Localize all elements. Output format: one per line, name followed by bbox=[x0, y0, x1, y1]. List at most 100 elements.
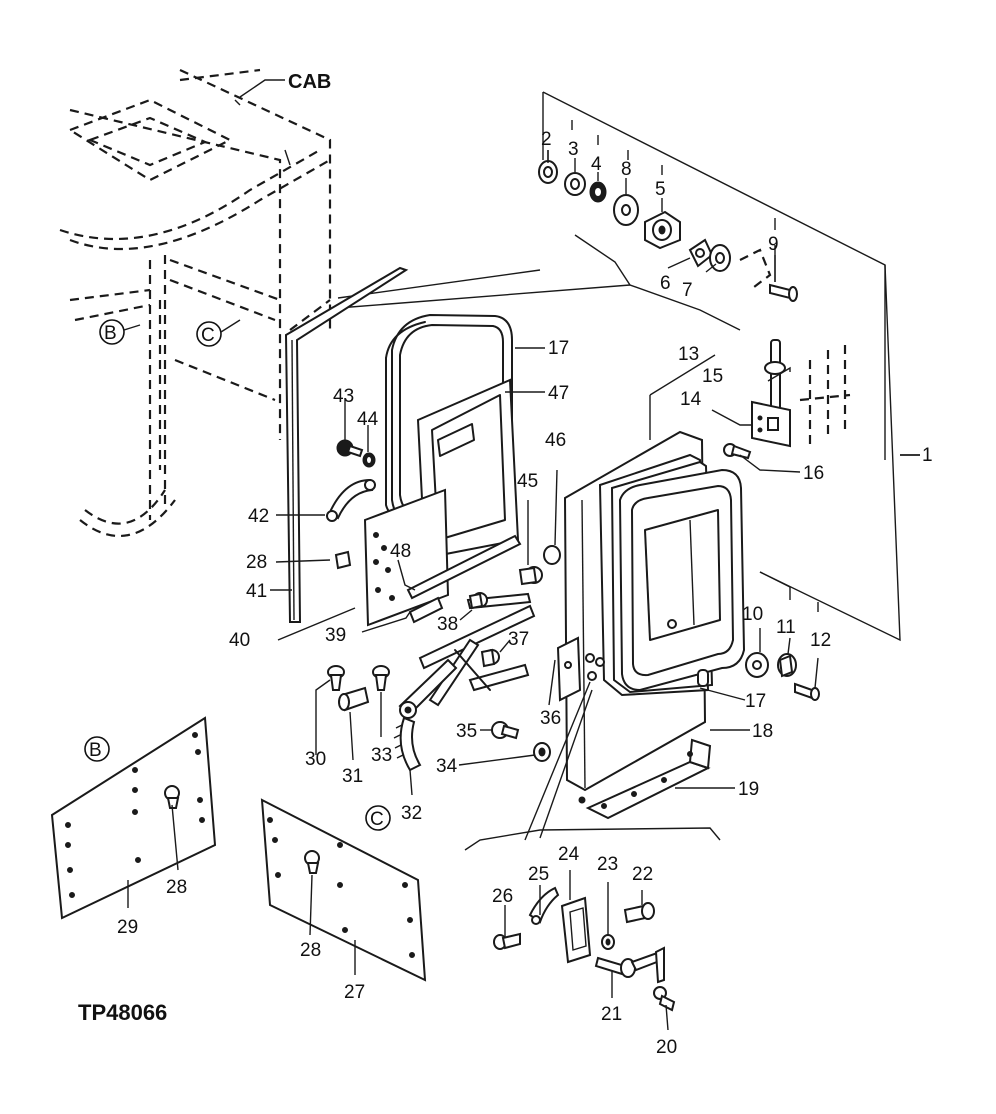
bolt-part-45-and-nut-46 bbox=[518, 545, 561, 586]
nut-part-23 bbox=[601, 934, 615, 950]
crank-arm bbox=[398, 658, 458, 719]
knob-part-31 bbox=[338, 686, 370, 712]
callout-28-upper: 28 bbox=[246, 552, 267, 573]
callout-23: 23 bbox=[597, 854, 618, 875]
washer-part-8 bbox=[613, 178, 639, 226]
callout-29: 29 bbox=[117, 917, 138, 938]
svg-text:B: B bbox=[89, 740, 102, 761]
striker-plate-part-14 bbox=[751, 400, 791, 448]
callout-37: 37 bbox=[508, 629, 529, 650]
pin-part-17-lower bbox=[697, 669, 709, 687]
striker-pin-part-15 bbox=[764, 339, 786, 411]
callout-7: 7 bbox=[682, 280, 693, 301]
bolt-part-35 bbox=[491, 721, 520, 740]
callout-15: 15 bbox=[702, 366, 723, 387]
callout-16: 16 bbox=[803, 463, 824, 484]
callout-13: 13 bbox=[678, 344, 699, 365]
handle-part-21 bbox=[594, 946, 665, 984]
callout-12: 12 bbox=[810, 630, 831, 651]
kit-boundary-lines bbox=[337, 91, 920, 642]
figure-id: TP48066 bbox=[78, 1000, 167, 1025]
plug-part-28-upper bbox=[334, 550, 352, 570]
screw-part-16 bbox=[723, 443, 752, 460]
callout-6: 6 bbox=[660, 273, 671, 294]
latch-plate-part-24 bbox=[560, 896, 592, 964]
plate-part-6 bbox=[688, 238, 714, 268]
latch-lever-part-25 bbox=[528, 886, 560, 925]
callout-46: 46 bbox=[545, 430, 566, 451]
callout-3: 3 bbox=[568, 139, 579, 160]
callout-21: 21 bbox=[601, 1004, 622, 1025]
nut-part-3 bbox=[564, 158, 586, 196]
cab-frame-outline bbox=[59, 68, 332, 538]
striker-post-dashed bbox=[799, 345, 851, 450]
washer-part-34 bbox=[533, 742, 551, 762]
callout-32: 32 bbox=[401, 803, 422, 824]
callout-9: 9 bbox=[768, 234, 779, 255]
view-ref-c-cab: C bbox=[196, 319, 241, 347]
screw-part-30 bbox=[327, 665, 345, 691]
leader-lines bbox=[127, 150, 920, 1031]
view-ref-b-panel: B bbox=[84, 736, 110, 762]
handle-group-bracket bbox=[464, 681, 721, 851]
cab-callout: CAB bbox=[239, 71, 331, 98]
callout-10: 10 bbox=[742, 604, 763, 625]
callout-20: 20 bbox=[656, 1037, 677, 1058]
callout-33: 33 bbox=[371, 745, 392, 766]
callout-28-panel-c: 28 bbox=[300, 940, 321, 961]
callout-25: 25 bbox=[528, 864, 549, 885]
callout-31: 31 bbox=[342, 766, 363, 787]
regulator-arm bbox=[428, 638, 530, 707]
latch-body-part-5 bbox=[644, 198, 681, 250]
callout-35: 35 bbox=[456, 721, 477, 742]
bolt-part-37 bbox=[480, 648, 500, 668]
callout-43: 43 bbox=[333, 386, 354, 407]
cab-label: CAB bbox=[288, 71, 331, 93]
callout-17-upper: 17 bbox=[548, 338, 569, 359]
bolt-38-head bbox=[468, 592, 488, 610]
fastener-part-28-panel-29 bbox=[164, 785, 180, 809]
angle-bracket-part-19 bbox=[585, 738, 712, 820]
channel-part-48 bbox=[406, 534, 522, 600]
svg-text:C: C bbox=[201, 325, 215, 346]
callout-28-panel-b: 28 bbox=[166, 877, 187, 898]
callout-45: 45 bbox=[517, 471, 538, 492]
cover-panel-part-29 bbox=[50, 716, 217, 920]
callout-30: 30 bbox=[305, 749, 326, 770]
callout-36: 36 bbox=[540, 708, 561, 729]
lockwasher-part-4 bbox=[589, 172, 607, 203]
bolt-part-26 bbox=[493, 932, 521, 950]
gear-sector-part-32 bbox=[393, 716, 422, 772]
callout-26: 26 bbox=[492, 886, 513, 907]
striker-dashed-part bbox=[739, 248, 772, 291]
callout-4: 4 bbox=[591, 154, 602, 175]
fastener-part-28-panel-27 bbox=[304, 850, 320, 874]
callout-38: 38 bbox=[437, 614, 458, 635]
callout-48: 48 bbox=[390, 541, 411, 562]
callout-14: 14 bbox=[680, 389, 702, 410]
channel-part-38 bbox=[418, 604, 536, 670]
view-ref-c-panel: C bbox=[365, 805, 391, 831]
callout-18: 18 bbox=[752, 721, 773, 742]
bumper-part-10 bbox=[745, 652, 769, 678]
callout-11: 11 bbox=[776, 617, 796, 638]
callout-24: 24 bbox=[558, 844, 580, 865]
callout-41: 41 bbox=[246, 581, 267, 602]
spacer-part-11 bbox=[777, 653, 797, 678]
callout-22: 22 bbox=[632, 864, 653, 885]
callout-8: 8 bbox=[621, 159, 632, 180]
callout-27: 27 bbox=[344, 982, 365, 1003]
screw-part-20 bbox=[653, 986, 676, 1012]
hinge-part-36 bbox=[556, 636, 605, 702]
nut-part-44 bbox=[362, 452, 376, 468]
callout-17-lower: 17 bbox=[745, 691, 766, 712]
callout-34: 34 bbox=[436, 756, 458, 777]
seal-strip-part-41 bbox=[284, 266, 409, 623]
view-ref-b-cab: B bbox=[99, 319, 141, 345]
cover-panel-part-27 bbox=[260, 798, 427, 982]
callout-5: 5 bbox=[655, 179, 666, 200]
bracket-part-42 bbox=[326, 478, 376, 522]
bolt-part-22 bbox=[623, 902, 655, 924]
callout-19: 19 bbox=[738, 779, 759, 800]
